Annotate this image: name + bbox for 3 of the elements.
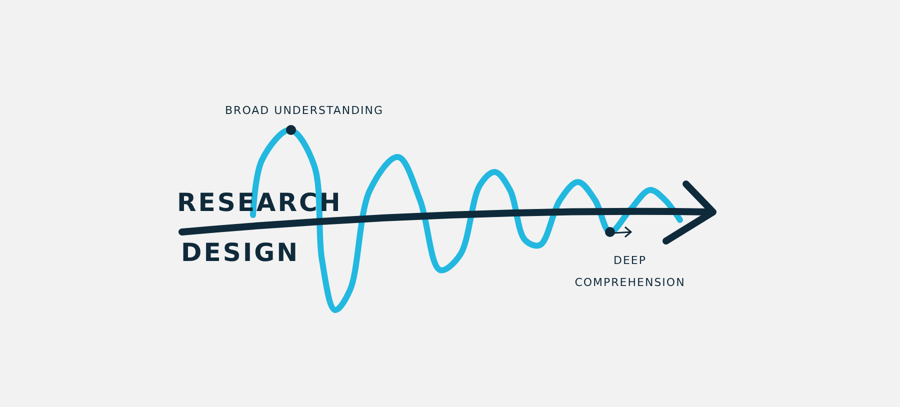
peak-label: BROAD UNDERSTANDING [225,104,384,117]
axis-label: DESIGN [181,238,300,267]
trough-label: DEEP COMPREHENSION [574,253,686,291]
